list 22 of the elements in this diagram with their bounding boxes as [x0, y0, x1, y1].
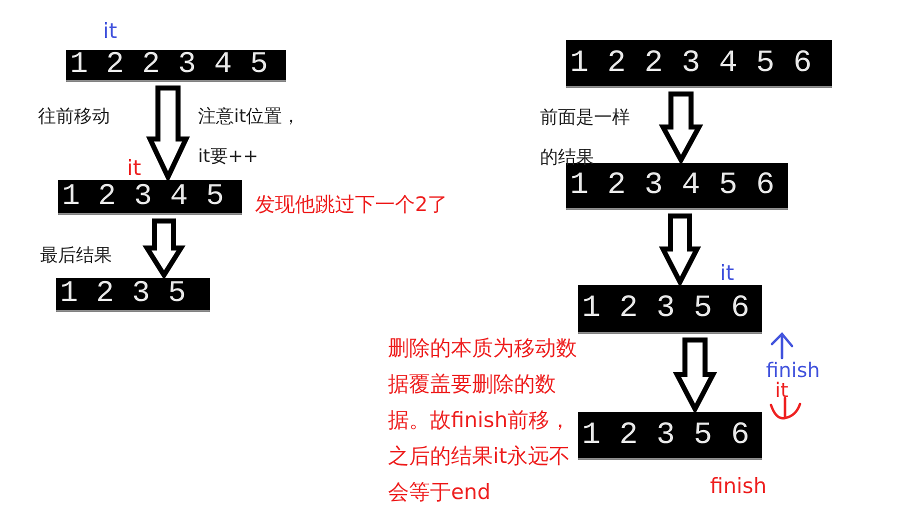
annotation-text: 最后结果	[40, 245, 112, 267]
number-array-strip: 1 2 3 5	[56, 278, 210, 312]
block-arrow	[146, 86, 190, 183]
pointer-label: finish	[710, 474, 767, 500]
annotation-text: it要++	[198, 146, 258, 168]
number-array-strip: 1 2 3 5 6	[578, 412, 762, 460]
pointer-label: it	[720, 261, 734, 286]
number-array-strip: 1 2 2 3 4 5 6	[566, 40, 832, 88]
block-arrow	[142, 218, 186, 280]
annotation-text: 发现他跳过下一个2了	[255, 192, 448, 216]
number-array-strip: 1 2 3 5 6	[578, 285, 762, 334]
annotation-text: 注意it位置，	[198, 106, 300, 128]
pointer-label: it	[103, 19, 118, 44]
block-arrow	[658, 92, 704, 166]
annotation-text: 往前移动	[38, 106, 110, 128]
block-arrow	[658, 214, 702, 288]
number-array-strip: 1 2 3 4 5	[58, 180, 242, 215]
number-array-strip: 1 2 3 4 5 6	[566, 163, 788, 210]
number-array-strip: 1 2 2 3 4 5	[66, 50, 286, 82]
pointer-label: it	[127, 156, 142, 182]
block-arrow	[672, 338, 718, 414]
note-paragraph: 删除的本质为移动数据覆盖要删除的数据。故finish前移，之后的结果it永远不会等于end	[388, 335, 578, 506]
